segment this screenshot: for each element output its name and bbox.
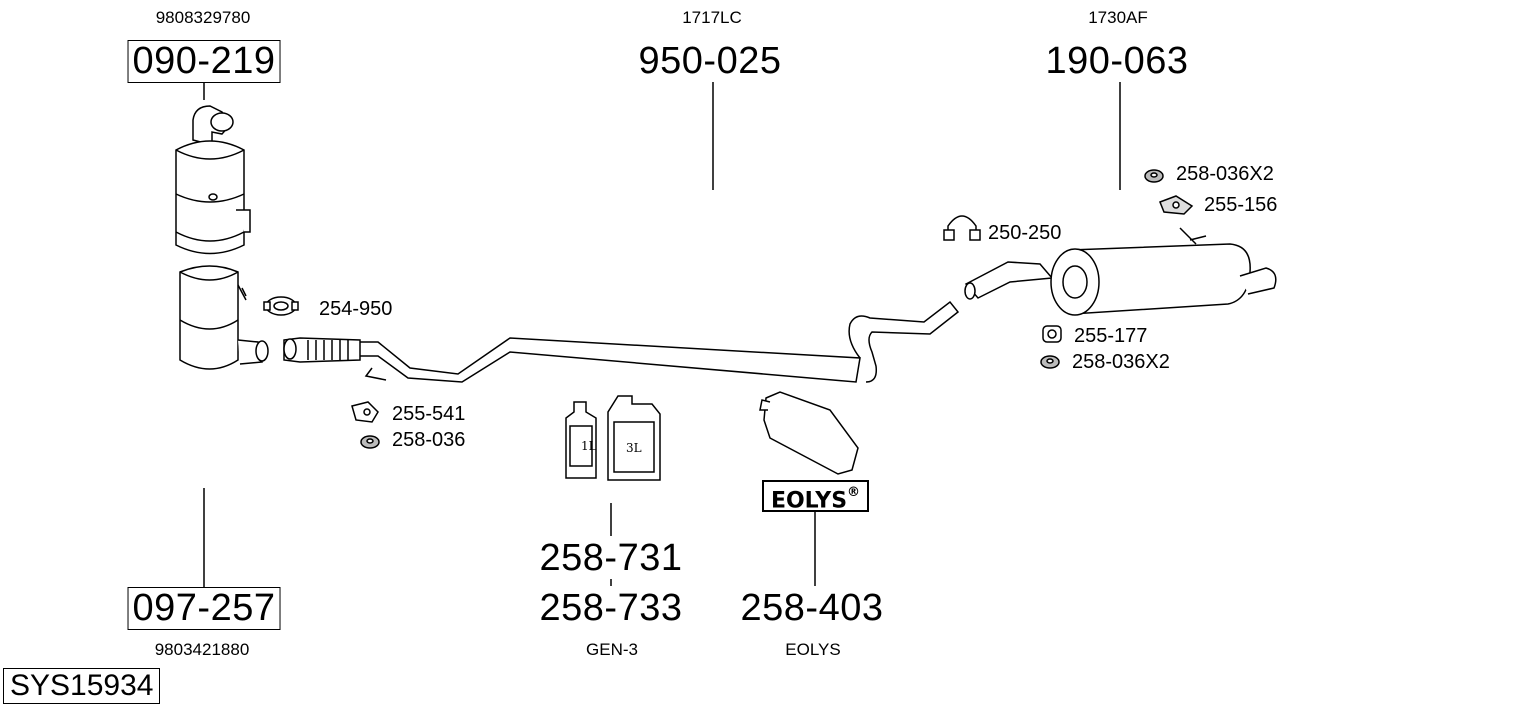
- nut-icon: [1040, 355, 1060, 369]
- oem-number: 1730AF: [1088, 8, 1148, 27]
- rear-silencer-drawing: [964, 227, 1277, 316]
- part-number: 190-063: [1045, 40, 1189, 82]
- rubber-hanger-icon: [1042, 325, 1062, 343]
- additive-containers-drawing: [565, 395, 661, 481]
- accessory-label: 254-950: [319, 298, 392, 320]
- accessory-label: 255-541: [392, 403, 465, 425]
- clamp-icon: [263, 296, 299, 316]
- container-label-3l: 3L: [626, 441, 642, 455]
- u-clamp-icon: [943, 215, 981, 241]
- part-number: 258-731: [539, 537, 683, 579]
- center-pipe-drawing: [360, 300, 960, 383]
- accessory-label: 255-156: [1204, 194, 1277, 216]
- eolys-logo-text: EOLYS: [770, 488, 848, 514]
- registered-mark: ®: [847, 485, 861, 500]
- flex-pipe-drawing: [283, 337, 361, 363]
- hanger-bracket-icon: [351, 401, 379, 423]
- nut-icon: [360, 435, 380, 449]
- eolys-logo: EOLYS®: [762, 480, 869, 514]
- part-number: 258-733: [539, 587, 683, 629]
- rubber-mount-icon: [1159, 195, 1194, 215]
- system-code: SYS15934: [3, 668, 161, 704]
- oem-number: GEN-3: [586, 640, 638, 659]
- part-number: 258-403: [740, 587, 884, 629]
- part-number-box: 090-219: [127, 40, 281, 83]
- container-label-1l: 1L: [581, 439, 597, 453]
- accessory-label: 258-036: [392, 429, 465, 451]
- eolys-bag-drawing: [759, 391, 859, 475]
- oem-number: 1717LC: [682, 8, 742, 27]
- part-number-box: 097-257: [127, 587, 281, 630]
- accessory-label: 258-036X2: [1072, 351, 1170, 373]
- part-number: 950-025: [638, 40, 782, 82]
- accessory-label: 258-036X2: [1176, 163, 1274, 185]
- accessory-label: 250-250: [988, 222, 1061, 244]
- oem-number: 9808329780: [155, 8, 251, 27]
- dpf-front-drawing: [175, 105, 269, 370]
- accessory-label: 255-177: [1074, 325, 1147, 347]
- oem-number: EOLYS: [785, 640, 841, 659]
- nut-icon: [1144, 169, 1164, 183]
- oem-number: 9803421880: [154, 640, 250, 659]
